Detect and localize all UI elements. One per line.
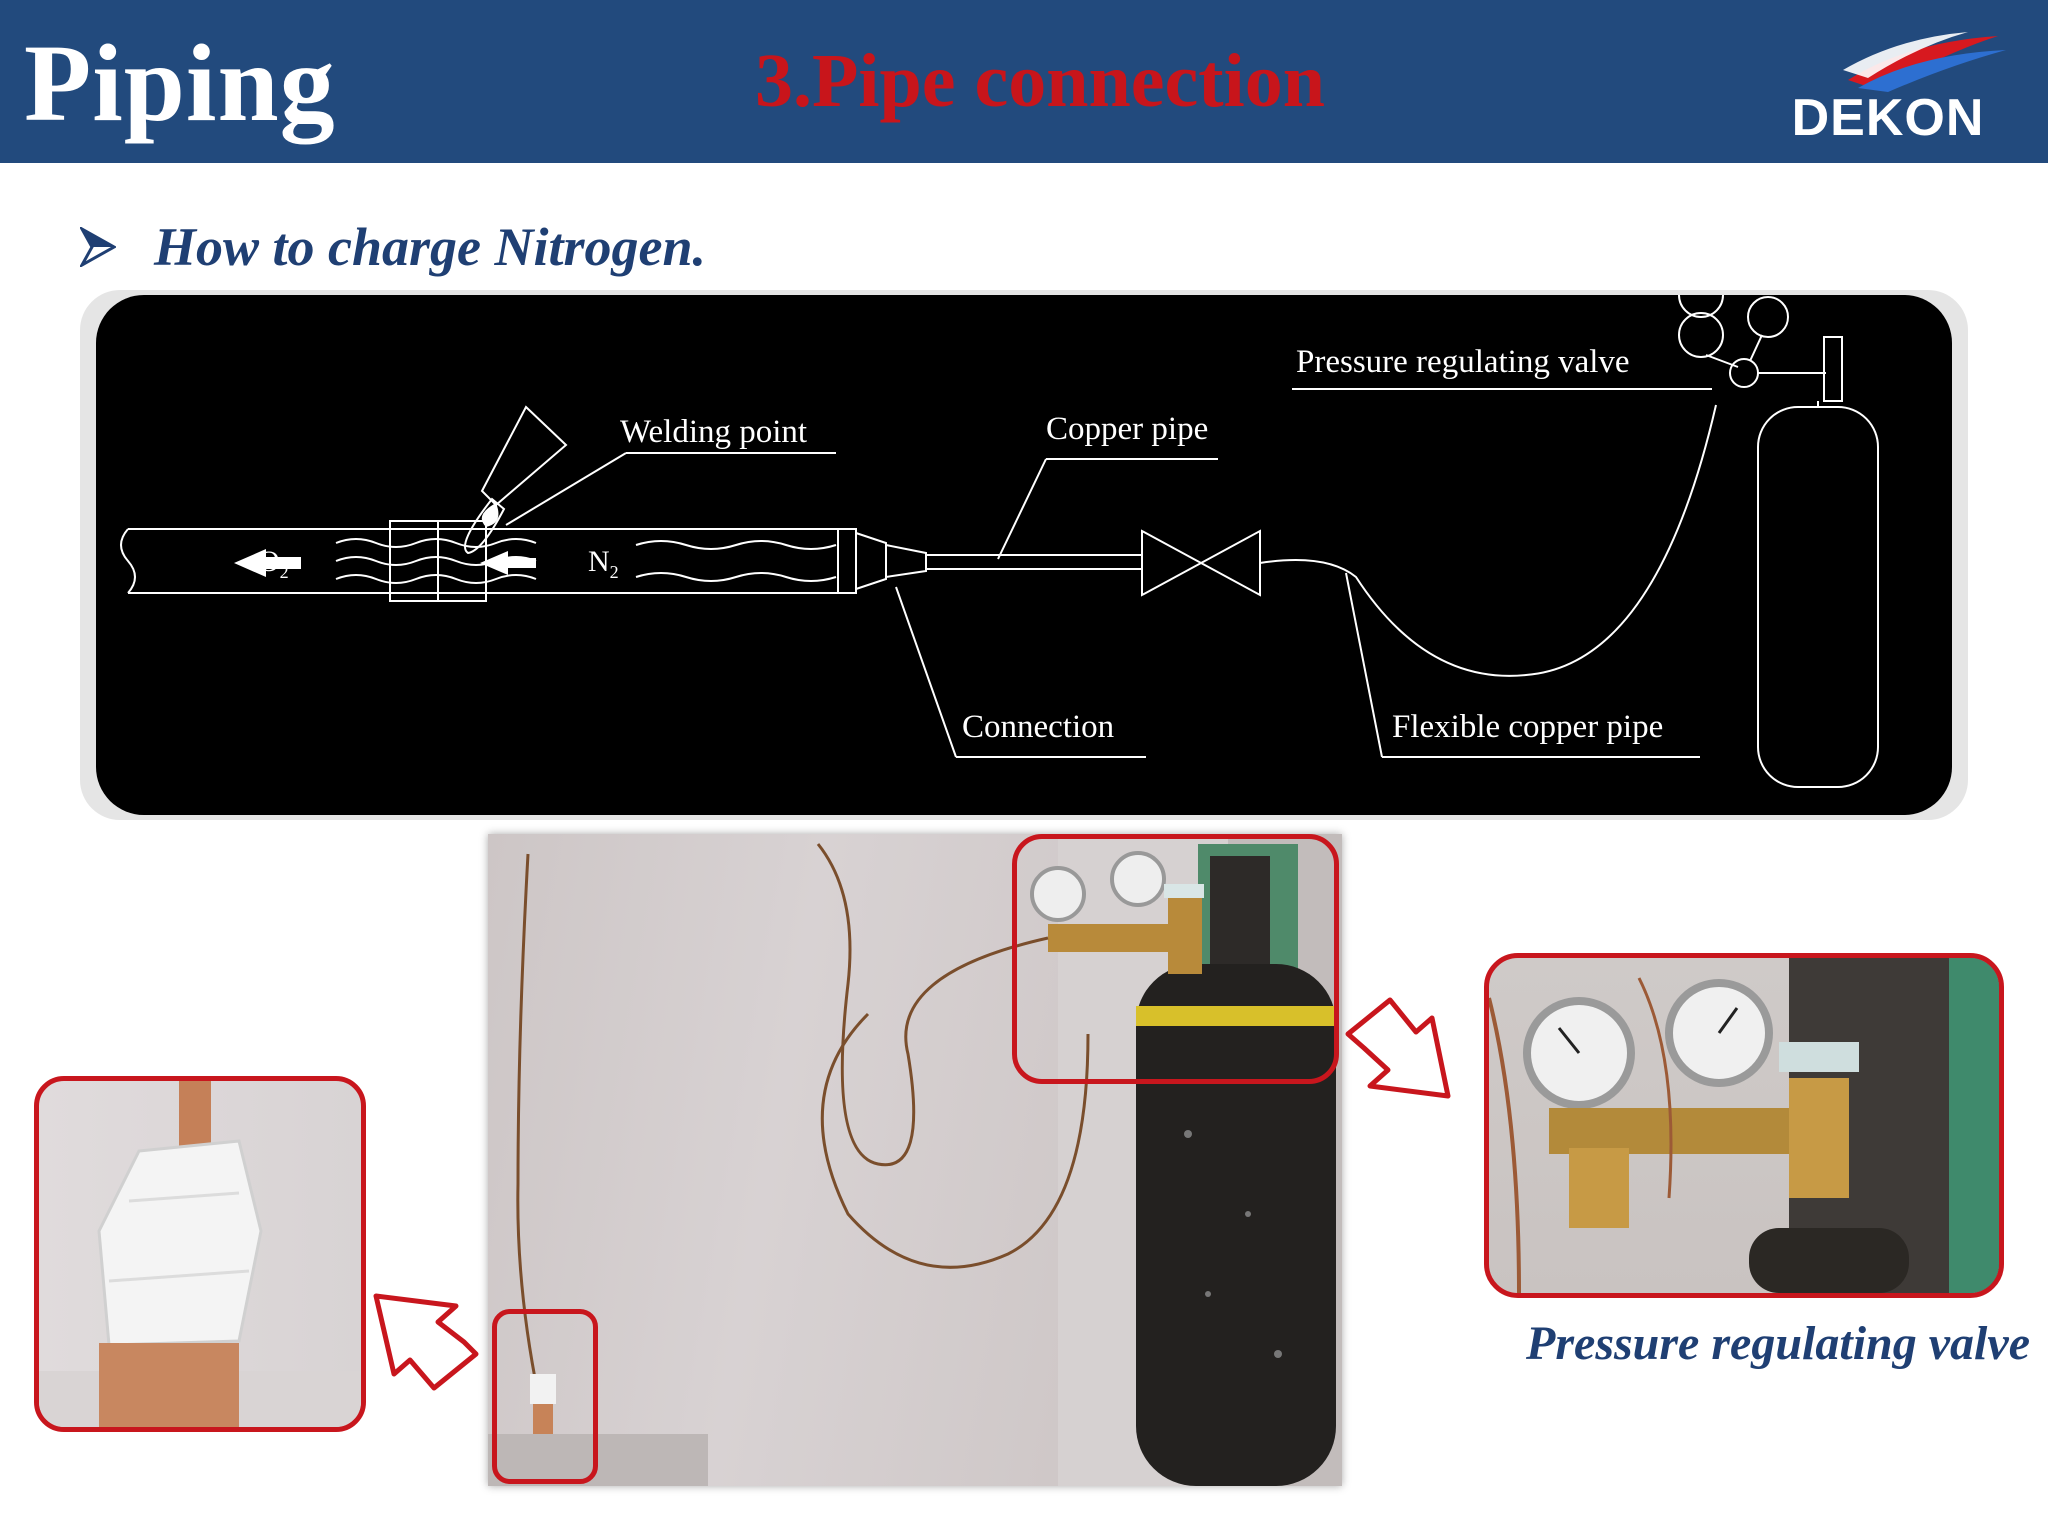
label-o2: O2 (258, 545, 289, 582)
diagram-drawing (120, 295, 1879, 788)
subheading: How to charge Nitrogen. (80, 212, 706, 282)
photo-scene (488, 834, 1342, 1486)
regulator-scene (1489, 958, 1999, 1293)
header-bar: Piping 3.Pipe connection DEKON (0, 0, 2048, 163)
taped-pipe-scene (39, 1081, 361, 1427)
logo-swoosh-icon (1843, 32, 2006, 92)
nitrogen-cylinder-photo (488, 834, 1342, 1486)
regulator-highlight (1012, 834, 1339, 1084)
logo-text: DEKON (1791, 89, 1985, 147)
subheading-text: How to charge Nitrogen. (154, 217, 707, 277)
label-welding-point: Welding point (620, 414, 808, 450)
label-connection: Connection (962, 709, 1115, 745)
label-flexible-copper-pipe: Flexible copper pipe (1392, 709, 1664, 745)
label-n2: N2 (588, 545, 619, 582)
taped-pipe-closeup-photo (34, 1076, 366, 1432)
pipe-end-highlight (492, 1309, 598, 1484)
section-title: Piping (24, 22, 336, 144)
photo-caption: Pressure regulating valve (1526, 1317, 2030, 1370)
nitrogen-charging-diagram: Pressure regulating valve Welding point … (96, 295, 1952, 815)
topic-title: 3.Pipe connection (755, 39, 1325, 123)
dekon-logo: DEKON (1788, 32, 2028, 147)
label-pressure-regulating-valve: Pressure regulating valve (1296, 344, 1630, 380)
left-callout-arrow-icon (373, 1293, 479, 1391)
arrowhead-bullet-icon (80, 227, 116, 267)
right-callout-arrow-icon (1345, 997, 1451, 1099)
regulator-closeup-photo (1484, 953, 2004, 1298)
label-copper-pipe: Copper pipe (1046, 411, 1209, 447)
